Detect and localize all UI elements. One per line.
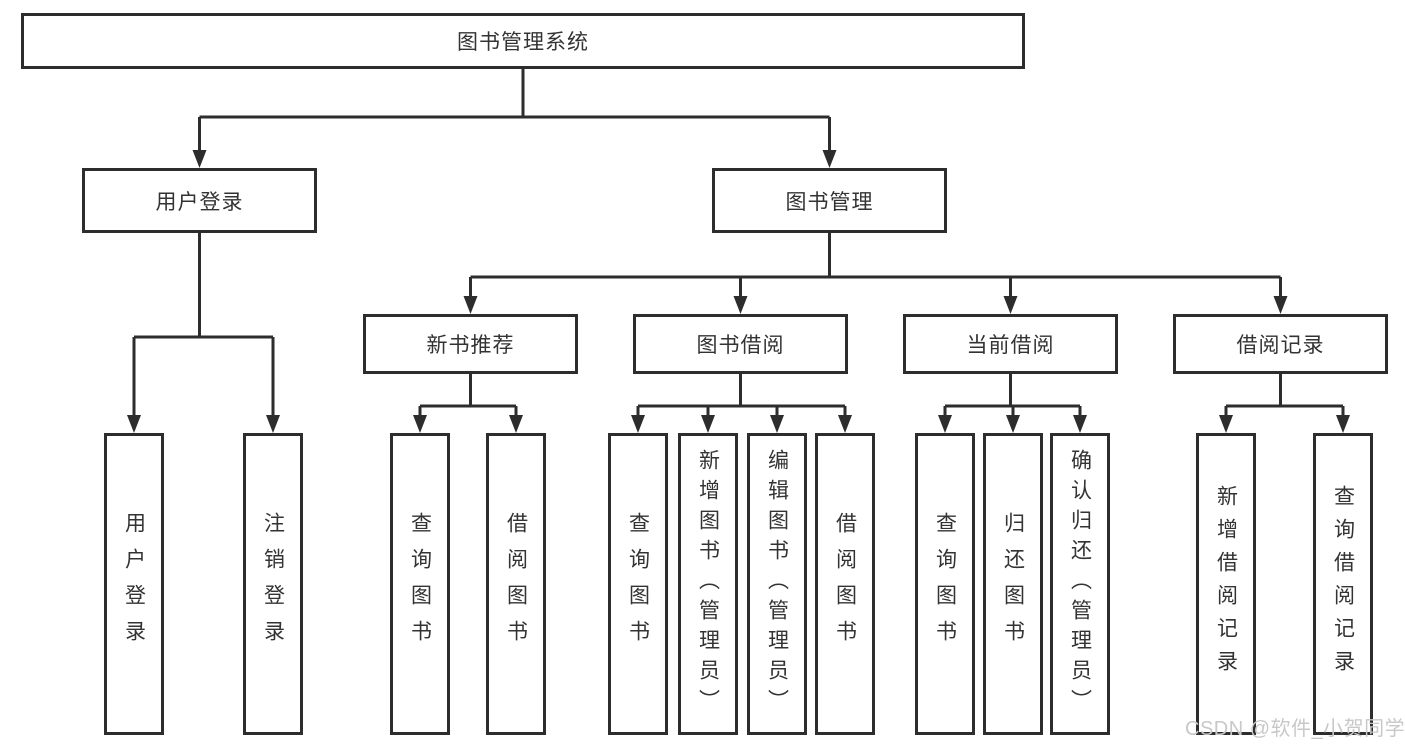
leaf-return-books: 归还图书 — [983, 433, 1043, 735]
leaf-add-books-admin: 新增图书（管理员） — [678, 433, 738, 735]
node-book-management: 图书管理 — [712, 168, 947, 233]
leaf-borrow-books-recommend: 借阅图书 — [486, 433, 546, 735]
leaf-confirm-return-admin: 确认归还（管理员） — [1050, 433, 1110, 735]
node-label: 新书推荐 — [426, 334, 515, 357]
connector-borrow-record-to-leaves — [1219, 374, 1350, 433]
connector-current-borrow-to-leaves — [938, 374, 1087, 433]
node-label: 借阅记录 — [1236, 334, 1325, 357]
connector-root-to-level2 — [192, 69, 837, 168]
connector-new-book-to-leaves — [413, 374, 523, 433]
leaf-query-books-borrow: 查询图书 — [608, 433, 668, 735]
node-label: 用户登录 — [155, 190, 244, 214]
leaf-query-books-current: 查询图书 — [915, 433, 975, 735]
node-label: 查询图书 — [408, 512, 432, 656]
node-label: 图书管理 — [785, 190, 874, 214]
node-label: 查询图书 — [933, 512, 957, 656]
node-label: 借阅图书 — [504, 512, 528, 656]
node-label: 新增借阅记录 — [1214, 485, 1238, 683]
node-borrowing-records: 借阅记录 — [1173, 314, 1388, 374]
node-new-book-recommendation: 新书推荐 — [363, 314, 578, 374]
connector-book-management-to-level3 — [463, 233, 1288, 314]
node-label: 用户登录 — [122, 512, 146, 656]
leaf-edit-books-admin: 编辑图书（管理员） — [747, 433, 807, 735]
node-label: 借阅图书 — [833, 512, 857, 656]
node-label: 查询借阅记录 — [1331, 485, 1355, 683]
node-label: 确认归还（管理员） — [1068, 449, 1092, 719]
node-book-borrowing: 图书借阅 — [633, 314, 848, 374]
node-label: 查询图书 — [626, 512, 650, 656]
node-label: 新增图书（管理员） — [696, 449, 720, 719]
node-label: 注销登录 — [261, 512, 285, 656]
connector-book-borrow-to-leaves — [631, 374, 852, 433]
csdn-watermark: CSDN @软件_小贺同学 — [1185, 718, 1405, 740]
leaf-borrow-books: 借阅图书 — [815, 433, 875, 735]
node-current-borrowing: 当前借阅 — [903, 314, 1118, 374]
node-user-login: 用户登录 — [82, 168, 317, 233]
connector-user-login-to-leaves — [127, 233, 280, 433]
node-library-management-system: 图书管理系统 — [21, 13, 1025, 69]
node-label: 编辑图书（管理员） — [765, 449, 789, 719]
node-label: 图书管理系统 — [457, 31, 589, 54]
node-label: 图书借阅 — [696, 334, 785, 357]
leaf-logout: 注销登录 — [243, 433, 303, 735]
leaf-user-login: 用户登录 — [104, 433, 164, 735]
node-label: 归还图书 — [1001, 512, 1025, 656]
node-label: 当前借阅 — [966, 334, 1055, 357]
leaf-query-borrow-record: 查询借阅记录 — [1313, 433, 1373, 735]
leaf-add-borrow-record: 新增借阅记录 — [1196, 433, 1256, 735]
leaf-query-books-recommend: 查询图书 — [390, 433, 450, 735]
